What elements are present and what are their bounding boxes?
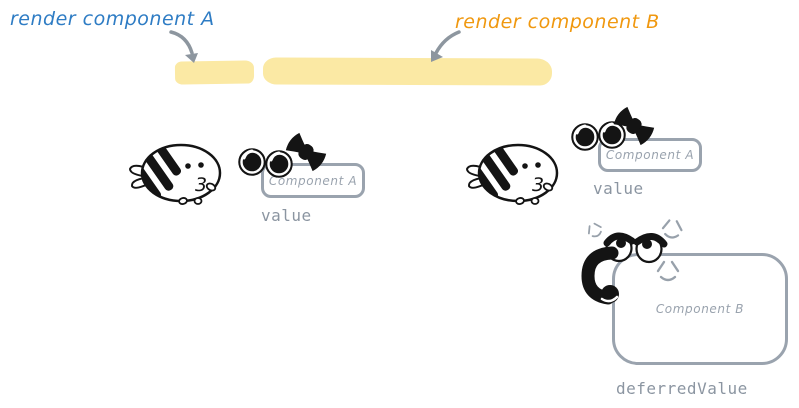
bee-mascot-right: 3 (465, 143, 559, 205)
value-label-right: value (593, 179, 644, 198)
anger-mark-icon (656, 260, 680, 282)
anger-mark-icon (587, 222, 602, 238)
deferred-value-label: deferredValue (616, 379, 748, 398)
component-a-box-label: Component A (605, 148, 695, 162)
value-label-left: value (261, 206, 312, 225)
anger-mark-icon (661, 219, 683, 239)
bee-value-text: 3 (532, 174, 544, 196)
arrow-a-icon (169, 30, 198, 63)
googly-eyes-icon (571, 121, 626, 151)
render-b-duration-bar (262, 57, 553, 86)
bow-icon (613, 106, 655, 146)
arrow-b-icon (431, 30, 461, 62)
bee-mascot-left: 3 (128, 143, 222, 205)
bee-value-text: 3 (195, 174, 207, 196)
component-b-box-label: Component B (655, 302, 745, 316)
render-component-a-label: render component A (10, 8, 215, 30)
component-a-box-label: Component A (268, 173, 358, 188)
render-component-b-label: render component B (455, 11, 660, 33)
flexing-arm-icon (581, 246, 619, 305)
bow-icon (285, 132, 327, 172)
googly-eyes-icon (238, 148, 293, 178)
component-b-box: Component B (612, 253, 788, 365)
